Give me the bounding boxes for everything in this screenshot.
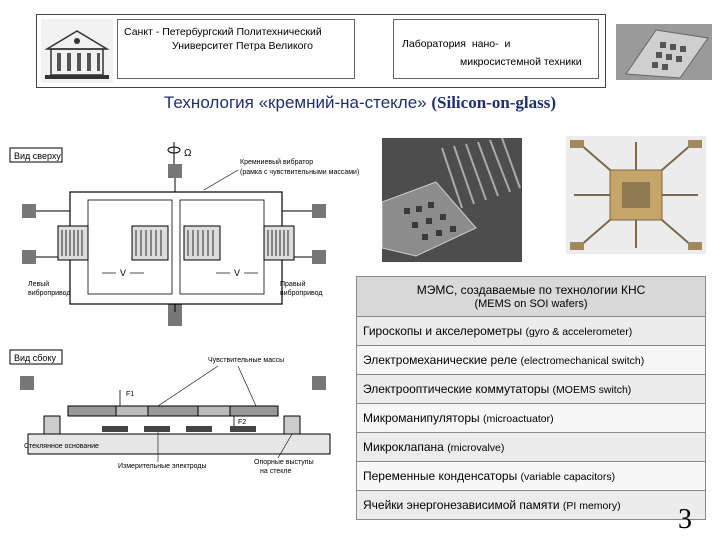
omega-symbol: Ω	[184, 148, 192, 159]
microchip-photo	[616, 24, 712, 80]
left-comb-label-1: Левый	[28, 280, 49, 288]
table-header-en: (MEMS on SOI wafers)	[474, 297, 588, 310]
supports-label-2: на стекле	[260, 468, 291, 475]
left-comb-label-2: вибропривод	[28, 289, 70, 297]
table-header-ru: МЭМС, создаваемые по технологии КНС	[416, 282, 646, 297]
right-comb-label-1: Правый	[280, 280, 306, 288]
lab-line-1: Лаборатория нано- и	[402, 38, 511, 50]
table-row: Электромеханические реле (electromechani…	[356, 345, 706, 375]
university-line-2: Университет Петра Великого	[172, 40, 313, 52]
voltage-left: V	[120, 268, 126, 278]
table-row: Гироскопы и акселерометры (gyro & accele…	[356, 316, 706, 346]
sem-micrograph-left	[382, 138, 522, 262]
measuring-electrodes-label: Измерительные электроды	[118, 463, 207, 470]
table-row: Переменные конденсаторы (variable capaci…	[356, 461, 706, 491]
top-view-label: Вид сверху	[14, 151, 61, 161]
title-english: (Silicon-on-glass)	[431, 93, 557, 112]
page-title: Технология «кремний-на-стекле» (Silicon-…	[0, 93, 720, 113]
side-view-label-box	[9, 349, 63, 365]
top-view-label-box	[9, 147, 63, 163]
sensitive-masses-label: Чувствительные массы	[208, 357, 284, 364]
force-f1-label: F1	[126, 391, 134, 398]
voltage-right: V	[234, 268, 240, 278]
vibrator-frame	[69, 191, 283, 305]
table-row: Микроманипуляторы (microactuator)	[356, 403, 706, 433]
lab-name-box: Лаборатория нано- и микросистемной техни…	[393, 19, 599, 79]
force-f2-label: F2	[238, 419, 246, 426]
lab-line-2: микросистемной техники	[460, 56, 582, 68]
vibrator-label-2: (рамка с чувствительными массами)	[240, 169, 359, 176]
university-name-box: Санкт - Петербургский Политехнический Ун…	[117, 19, 355, 79]
table-row: Ячейки энергонезависимой памяти (PI memo…	[356, 490, 706, 520]
mems-applications-table: МЭМС, создаваемые по технологии КНС (MEM…	[356, 276, 706, 520]
university-building-logo	[41, 19, 113, 83]
table-row: Микроклапана (microvalve)	[356, 432, 706, 462]
page-number: 3	[678, 504, 692, 535]
table-row: Электрооптические коммутаторы (MOEMS swi…	[356, 374, 706, 404]
comb-drives	[57, 225, 295, 261]
header-box: Санкт - Петербургский Политехнический Ун…	[36, 14, 606, 88]
rotation-arrow-icon	[167, 142, 181, 164]
side-view-structure	[27, 405, 331, 455]
title-russian: Технология «кремний-на-стекле»	[163, 93, 427, 112]
table-header: МЭМС, создаваемые по технологии КНС (MEM…	[356, 276, 706, 317]
side-view-label: Вид сбоку	[14, 353, 56, 363]
gyroscope-schematic: Вид сверху Ω Кремниевый вибратор (рамка …	[9, 142, 359, 475]
vibrator-label-1: Кремниевый вибратор	[240, 158, 313, 166]
sem-micrograph-right	[566, 136, 706, 254]
glass-base-label: Стеклянное основание	[24, 443, 99, 450]
university-line-1: Санкт - Петербургский Политехнический	[124, 26, 322, 38]
supports-label-1: Опорные выступы	[254, 459, 314, 466]
right-comb-label-2: вибропривод	[280, 289, 322, 297]
